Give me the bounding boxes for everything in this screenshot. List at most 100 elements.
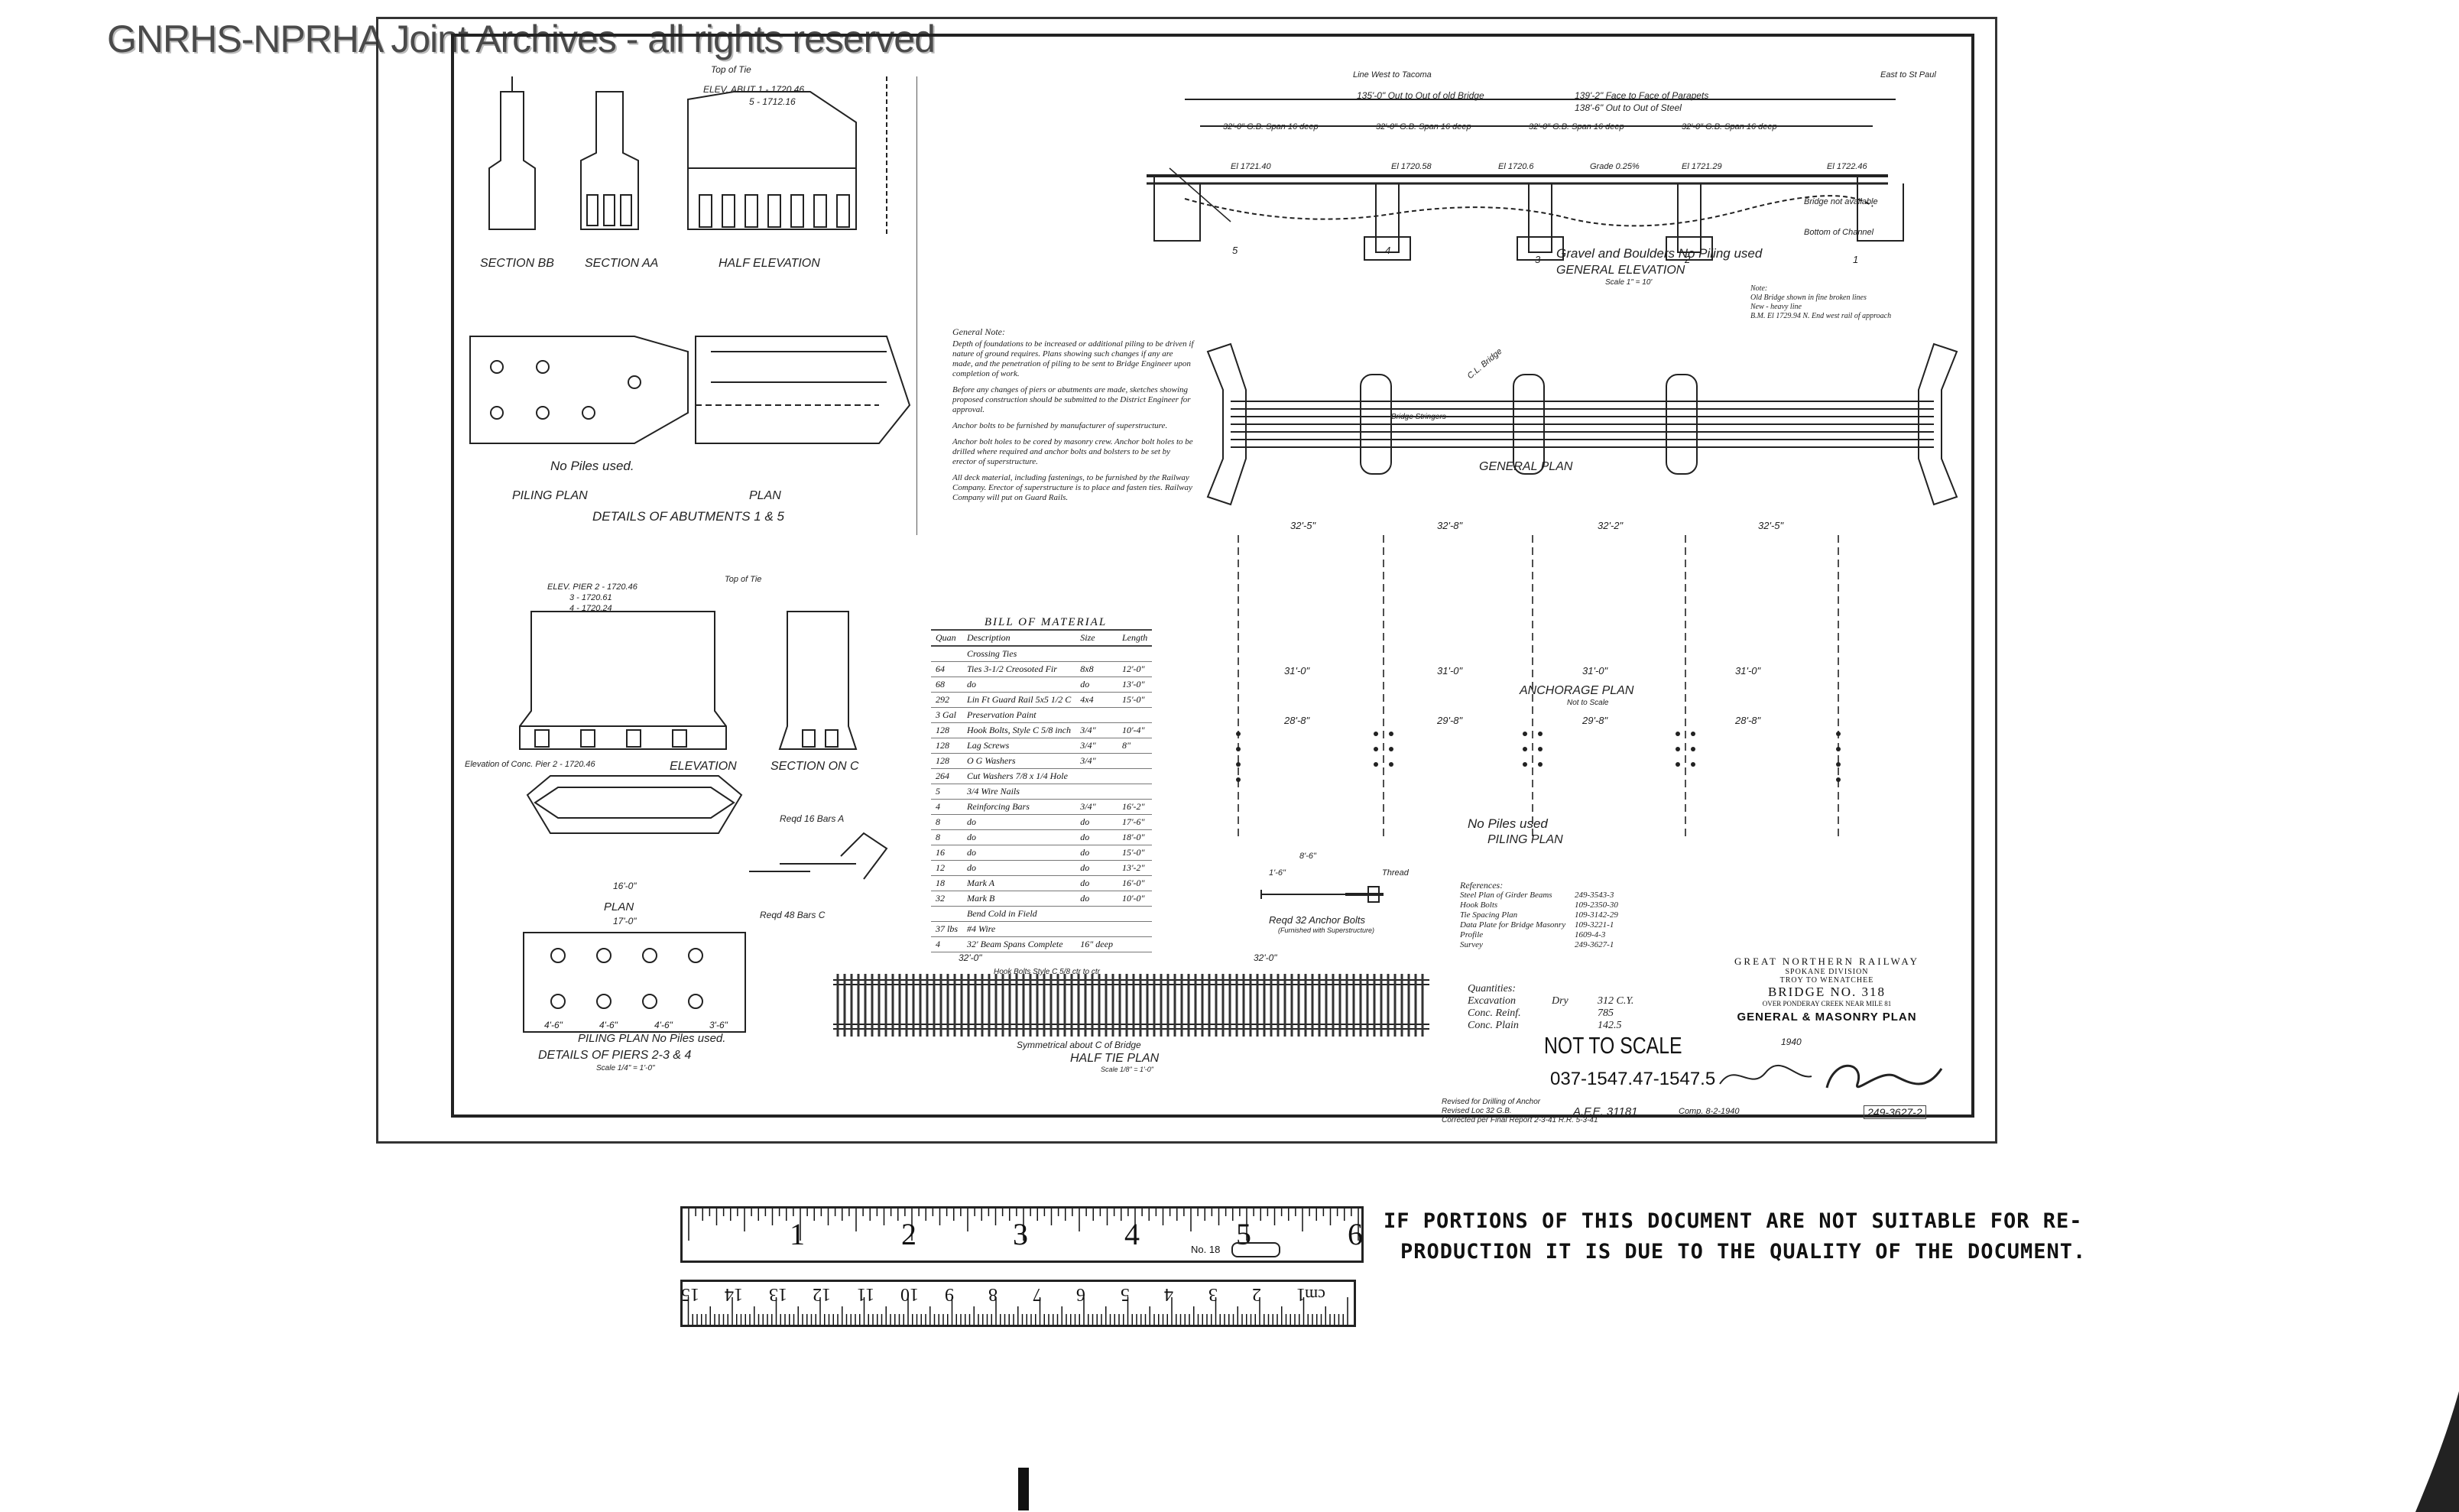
bom-cell: 292: [931, 692, 963, 708]
pier-plan-dim-2: 17'-0": [613, 916, 637, 926]
reference-number: 109-3142-29: [1575, 910, 1618, 920]
bom-cell: 10'-4": [1117, 722, 1153, 738]
bom-cell: #4 Wire: [962, 921, 1076, 937]
span-4-label: 32'-0" G.B. Span 16 deep: [1682, 122, 1777, 131]
bom-cell: 8": [1117, 738, 1153, 754]
span-2-label: 32'-0" G.B. Span 16 deep: [1376, 122, 1471, 131]
bom-col-description: Description: [962, 629, 1076, 647]
pier-piling-dim-3: 4'-6": [654, 1020, 673, 1030]
bom-cell: 5: [931, 784, 963, 800]
scan-edge-mark: [1018, 1468, 1029, 1510]
anchor-bolt-drawing: [1260, 886, 1384, 903]
bom-cell: [1117, 646, 1153, 662]
bom-cell: [1075, 784, 1118, 800]
reference-name: Tie Spacing Plan: [1460, 910, 1518, 920]
reference-name: Survey: [1460, 940, 1483, 949]
bars-c-label: Reqd 48 Bars C: [760, 910, 826, 920]
pier-elevation-label-3: 4 - 1720.24: [569, 604, 612, 613]
anchor-bolt-caption: Reqd 32 Anchor Bolts: [1269, 914, 1365, 926]
span-1-label: 32'-0" G.B. Span 16 deep: [1223, 122, 1319, 131]
bom-cell: 12: [931, 860, 963, 876]
elevation-note: Note: Old Bridge shown in fine broken li…: [1750, 284, 1891, 321]
bom-cell: do: [1075, 875, 1118, 891]
abutment-elevation-label-2: 5 - 1712.16: [749, 96, 796, 107]
bom-cell: [1075, 707, 1118, 723]
elevation-pier-3: El 1720.6: [1498, 162, 1534, 171]
completion-date: Comp. 8-2-1940: [1679, 1107, 1740, 1116]
bom-cell: 13'-0": [1117, 677, 1153, 693]
cm-label: 8: [988, 1284, 998, 1304]
bom-cell: Crossing Ties: [962, 646, 1076, 662]
general-note-5: All deck material, including fastenings,…: [952, 473, 1192, 502]
bom-cell: 13'-2": [1117, 860, 1153, 876]
anchorage-dim-bot-4: 28'-8": [1735, 715, 1761, 726]
reference-name: Hook Bolts: [1460, 900, 1498, 910]
bom-cell: do: [962, 814, 1076, 830]
bom-cell: do: [962, 829, 1076, 845]
bill-of-material-title: BILL OF MATERIAL: [984, 616, 1108, 628]
signatures: [1719, 1064, 1943, 1089]
bom-cell: 18'-0": [1117, 829, 1153, 845]
reference-number: 249-3543-3: [1575, 891, 1614, 900]
railway-route: TROY TO WENATCHEE: [1779, 976, 1874, 985]
grade-label: Grade 0.25%: [1590, 162, 1640, 171]
page-curl: [2415, 1391, 2459, 1512]
bom-cell: 16'-2": [1117, 799, 1153, 815]
bom-cell: [1075, 646, 1118, 662]
anchorage-dim-bot-1: 28'-8": [1284, 715, 1310, 726]
cm-label: 1: [1296, 1284, 1306, 1304]
general-elevation-scale: Scale 1" = 10': [1605, 278, 1653, 287]
bom-cell: 128: [931, 753, 963, 769]
top-of-tie-label: Top of Tie: [711, 64, 751, 75]
cm-unit-label: cm: [1305, 1286, 1325, 1305]
cm-label: 14: [725, 1284, 743, 1304]
gravel-note: Gravel and Boulders No Piling used: [1556, 246, 1763, 261]
pier-drawings: [519, 611, 888, 1033]
inch-label: 6: [1348, 1217, 1363, 1251]
bom-col-quan: Quan: [931, 629, 963, 647]
bom-col-size: Size: [1075, 629, 1118, 647]
bom-row: Crossing Ties: [931, 646, 1153, 662]
piling-plan-right-title: PILING PLAN: [1487, 833, 1563, 846]
bom-cell: 10'-0": [1117, 891, 1153, 907]
bom-cell: 4: [931, 936, 963, 952]
general-notes: General Note: Depth of foundations to be…: [952, 327, 1194, 509]
pier-details-scale: Scale 1/4" = 1'-0": [596, 1064, 655, 1072]
bom-cell: [1117, 753, 1153, 769]
bom-cell: 16: [931, 845, 963, 861]
quality-stamp-line-2: PRODUCTION IT IS DUE TO THE QUALITY OF T…: [1400, 1240, 2087, 1264]
bridge-location: OVER PONDERAY CREEK NEAR MILE 81: [1762, 1000, 1892, 1007]
bom-cell: Reinforcing Bars: [962, 799, 1076, 815]
half-elevation-label: HALF ELEVATION: [719, 257, 820, 270]
bom-cell: Lag Screws: [962, 738, 1076, 754]
references-title: References:: [1460, 880, 1504, 891]
remark-1: Bridge not available: [1804, 197, 1878, 206]
bom-cell: do: [1075, 677, 1118, 693]
bom-cell: [1075, 768, 1118, 784]
bom-cell: O G Washers: [962, 753, 1076, 769]
pier-elevation-title: ELEVATION: [670, 760, 737, 773]
anchor-bolt-sub: (Furnished with Superstructure): [1278, 926, 1375, 934]
drawing-sheet: [376, 17, 1997, 1144]
bom-cell: 3/4": [1075, 799, 1118, 815]
cm-label: 12: [813, 1284, 831, 1304]
bom-cell: Lin Ft Guard Rail 5x5 1/2 C: [962, 692, 1076, 708]
archive-watermark: GNRHS-NPRHA Joint Archives - all rights …: [107, 18, 936, 60]
cm-label: 15: [680, 1284, 699, 1304]
bom-cell: do: [962, 845, 1076, 861]
quantity-cell: Dry: [1552, 995, 1569, 1007]
half-tie-span-2: 32'-0": [1254, 952, 1277, 963]
pier-number-2: 2: [1685, 254, 1691, 265]
bom-cell: 3/4": [1075, 722, 1118, 738]
cm-label: 7: [1032, 1284, 1042, 1304]
